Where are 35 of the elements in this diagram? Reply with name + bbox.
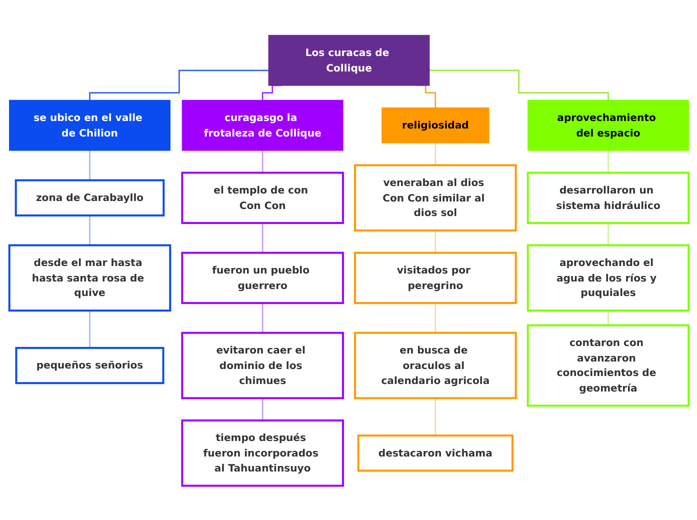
node-box: el templo de con Con Con (180, 171, 344, 224)
node-box: visitados por peregrino (354, 251, 516, 304)
connector (434, 229, 436, 253)
connector (607, 149, 608, 173)
node-box: tiempo después fueron incorporados al Tahuantinsuyo (180, 418, 344, 486)
node-box: religiosidad (381, 106, 489, 143)
node-box: desde el mar hasta hasta santa rosa de quive (8, 244, 171, 312)
node-box: destacaron vichama (356, 434, 513, 472)
node-box: aprovechando el agua de los ríos y puquiales (526, 244, 690, 312)
node-box: veneraban al dios Con Con similar al dios sol (354, 164, 516, 232)
connector (261, 149, 263, 173)
connector (428, 69, 608, 100)
node-box: desarrollaron un sistema hidráulico (526, 171, 690, 224)
node-box: evitaron caer el dominio de los chimues (180, 331, 344, 399)
node-box: zona de Carabayllo (14, 178, 164, 216)
node-box: aprovechamiento del espacio (527, 99, 688, 150)
connector (88, 214, 90, 246)
node-box: en busca de oraculos al calendario agricola (354, 331, 516, 399)
connector (434, 397, 436, 436)
node-box: pequeños señorios (14, 346, 164, 384)
connector (261, 302, 263, 334)
connector (434, 142, 436, 166)
connector (88, 69, 268, 100)
connector (434, 302, 436, 334)
node-box: fueron un pueblo guerrero (180, 251, 344, 304)
node-box: se ubico en el valle de Chilion (8, 99, 170, 150)
node-box: curagasgo la frotaleza de Collique (181, 99, 343, 150)
node-box: Los curacas de Collique (268, 34, 430, 86)
connector (607, 309, 608, 326)
connector (607, 222, 608, 246)
node-box: contaron con avanzaron conocimientos de geometría (526, 324, 690, 406)
connector (261, 397, 263, 421)
connector (261, 222, 263, 253)
connector (88, 149, 90, 180)
connector (88, 309, 90, 348)
